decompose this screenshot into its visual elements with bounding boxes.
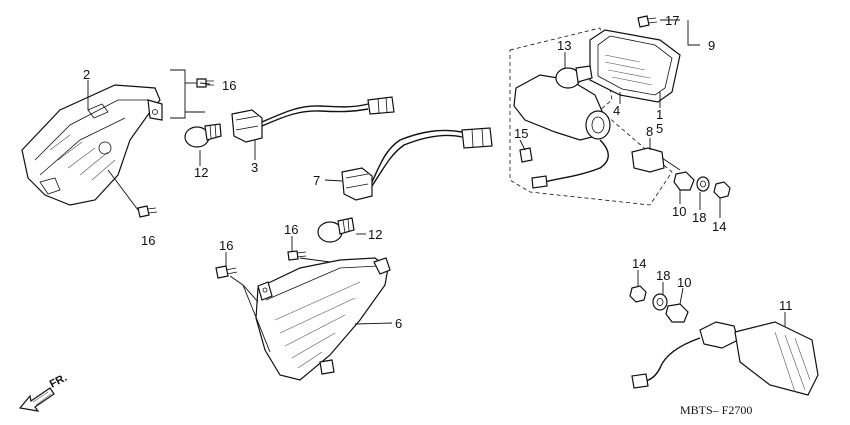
callout-12: 12 bbox=[368, 227, 382, 242]
screw-16-b bbox=[215, 265, 238, 279]
callout-16: 16 bbox=[284, 222, 298, 237]
callout-13: 13 bbox=[557, 38, 571, 53]
callout-8: 8 bbox=[646, 124, 653, 139]
callout-9: 9 bbox=[708, 38, 715, 53]
callout-16: 16 bbox=[219, 238, 233, 253]
bulb-12-b bbox=[317, 217, 355, 243]
nut-14 bbox=[713, 181, 731, 199]
callout-6: 6 bbox=[395, 316, 402, 331]
nut-14-b bbox=[629, 285, 647, 303]
collar-10-b bbox=[665, 303, 689, 323]
bulb-13 bbox=[555, 65, 593, 89]
callout-5: 5 bbox=[656, 121, 663, 136]
screw-16-d bbox=[137, 205, 158, 218]
socket-3 bbox=[231, 96, 395, 143]
front-turn-signal-6 bbox=[255, 257, 391, 381]
callout-14: 14 bbox=[712, 219, 726, 234]
turn-signal-11 bbox=[631, 321, 819, 396]
callout-16: 16 bbox=[141, 233, 155, 248]
lens-frame-9 bbox=[589, 29, 681, 103]
callout-3: 3 bbox=[251, 160, 258, 175]
callout-17: 17 bbox=[665, 13, 679, 28]
callout-10: 10 bbox=[677, 275, 691, 290]
grommet-15 bbox=[519, 147, 533, 163]
bulb-12-a bbox=[184, 123, 222, 148]
callout-2: 2 bbox=[83, 67, 90, 82]
callout-12: 12 bbox=[194, 165, 208, 180]
screw-17 bbox=[637, 15, 658, 28]
callout-18: 18 bbox=[692, 210, 706, 225]
callout-18: 18 bbox=[656, 268, 670, 283]
callout-16: 16 bbox=[222, 78, 236, 93]
screw-16-a bbox=[196, 78, 214, 88]
callout-7: 7 bbox=[313, 173, 320, 188]
front-direction-arrow: FR. bbox=[18, 372, 69, 412]
callout-4: 4 bbox=[613, 103, 620, 118]
callout-10: 10 bbox=[672, 204, 686, 219]
direction-label: FR. bbox=[48, 372, 69, 391]
callout-14: 14 bbox=[632, 256, 646, 271]
rear-light-housing bbox=[21, 84, 163, 206]
drawing-code: MBTS– F2700 bbox=[680, 403, 752, 417]
bolt-8 bbox=[631, 147, 681, 173]
callout-15: 15 bbox=[514, 126, 528, 141]
socket-7 bbox=[341, 127, 493, 201]
callout-11: 11 bbox=[779, 298, 793, 313]
screw-16-c bbox=[287, 250, 307, 261]
washer-18-b bbox=[652, 293, 668, 311]
callout-1: 1 bbox=[656, 107, 663, 122]
collar-10 bbox=[673, 171, 695, 191]
washer-18 bbox=[696, 176, 710, 192]
